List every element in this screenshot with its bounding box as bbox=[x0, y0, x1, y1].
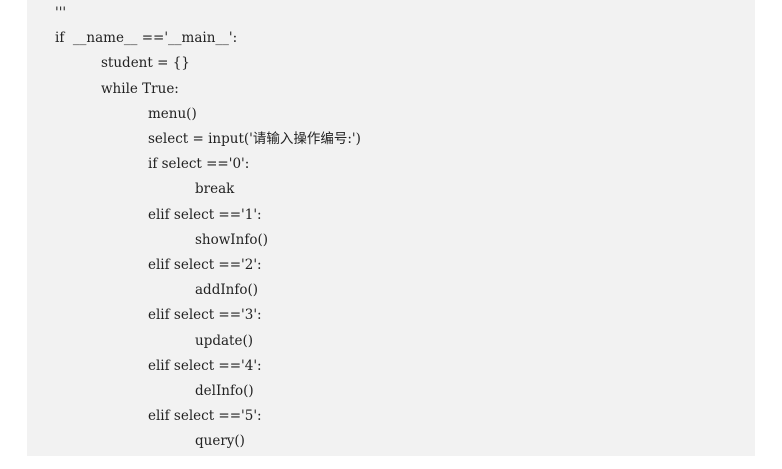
code-line: if __name__ =='__main__': bbox=[55, 30, 238, 47]
code-line: menu() bbox=[148, 105, 197, 122]
code-line: while True: bbox=[101, 80, 179, 97]
code-line: showInfo() bbox=[195, 231, 268, 248]
code-line: break bbox=[195, 181, 235, 198]
code-line: select = input('请输入操作编号:') bbox=[148, 131, 361, 147]
code-line: student = {} bbox=[101, 55, 190, 72]
code-line: addInfo() bbox=[195, 282, 259, 299]
code-line: ''' bbox=[55, 5, 67, 21]
code-line: elif select =='2': bbox=[148, 257, 262, 273]
code-line: elif select =='4': bbox=[148, 357, 262, 374]
code-line: elif select =='5': bbox=[148, 408, 262, 425]
code-line: if select =='0': bbox=[148, 156, 250, 173]
code-line: elif select =='3': bbox=[148, 307, 262, 324]
code-line: query() bbox=[195, 433, 245, 450]
code-line: update() bbox=[195, 332, 253, 349]
code-line: delInfo() bbox=[195, 383, 254, 399]
code-block: ''' if __name__ =='__main__': student = … bbox=[27, 0, 755, 456]
code-line: elif select =='1': bbox=[148, 206, 262, 223]
